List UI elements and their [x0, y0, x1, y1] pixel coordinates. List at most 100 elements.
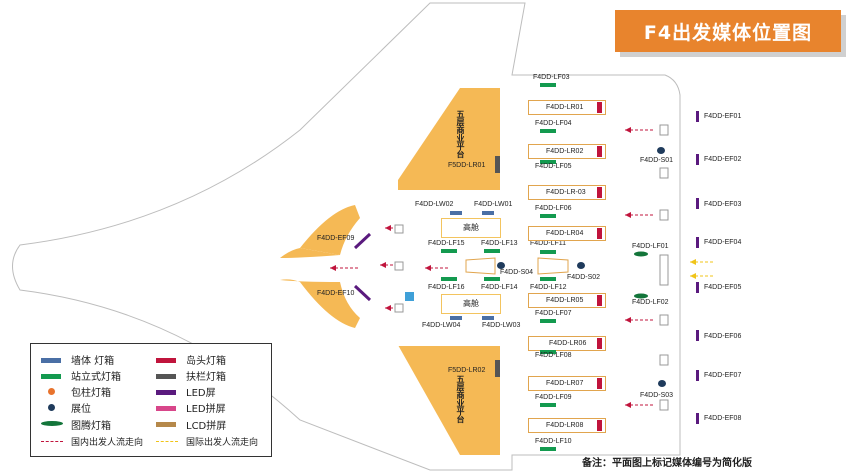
legend-booth: 展位: [71, 404, 91, 415]
intl-flow-arrow-head: [690, 259, 696, 265]
legend-pillar: 包柱灯箱: [71, 388, 111, 399]
ef05-label: F4DD-EF05: [704, 284, 742, 291]
standing-lightbox-lf03: [540, 83, 556, 87]
gate: [659, 209, 669, 221]
standing-lightbox-lf10: [540, 447, 556, 451]
lf14-label: F4DD-LF14: [481, 284, 518, 291]
upper-wing-body: [280, 248, 340, 258]
upper-platform: [398, 88, 500, 190]
flow-arrow-head: [625, 127, 631, 133]
upper-wing: [300, 205, 360, 255]
lf11-label: F4DD-LF11: [530, 240, 567, 247]
led-screen-ef07: [696, 370, 699, 381]
booth-s03-dot: [658, 380, 666, 387]
legend-domestic-swatch: [41, 441, 63, 442]
gate: [659, 124, 669, 136]
lf06-label: F4DD-LF06: [535, 205, 572, 212]
gate: [394, 224, 404, 234]
lf16-label: F4DD-LF16: [428, 284, 465, 291]
lf13-label: F4DD-LF13: [481, 240, 518, 247]
standing-lightbox-lf13: [484, 249, 500, 253]
legend: 墙体 灯箱 站立式灯箱 包柱灯箱 展位 图腾灯箱 国内出发人流走向 岛头灯箱 扶…: [30, 343, 272, 457]
f5-lr02-label: F5DD-LR02: [448, 367, 486, 374]
standing-lightbox-lf09: [540, 403, 556, 407]
lf03-label: F4DD-LF03: [533, 74, 570, 81]
gate: [659, 354, 669, 366]
gate: [659, 314, 669, 326]
s03-label: F4DD-S03: [640, 392, 674, 399]
led-screen-ef08: [696, 413, 699, 424]
page-title: F4出发媒体位置图: [615, 10, 841, 52]
booth-s04-dot: [497, 262, 505, 269]
high-cabin-lower: 高舱: [441, 294, 501, 314]
ef03-label: F4DD-EF03: [704, 201, 742, 208]
gate: [394, 303, 404, 313]
lr02-label: F4DD-LR02: [546, 148, 584, 155]
f5-lr01-label: F5DD-LR01: [448, 162, 486, 169]
led-screen-ef10: [353, 284, 372, 302]
booth-s01-dot: [657, 147, 665, 154]
island-lightbox-lr02: F4DD-LR02: [528, 144, 606, 159]
lf02-label: F4DD-LF02: [632, 299, 669, 306]
flow-arrow-head: [625, 402, 631, 408]
s01-label: F4DD-S01: [640, 157, 674, 164]
island-lightbox-lr05: F4DD-LR05: [528, 293, 606, 308]
lr04-label: F4DD-LR04: [546, 230, 584, 237]
led-screen-ef03: [696, 198, 699, 209]
led-screen-ef01: [696, 111, 699, 122]
legend-railing: 扶栏灯箱: [186, 372, 226, 383]
wall-lightbox-lw02: [450, 211, 462, 215]
legend-lcd-spliced-swatch: [156, 422, 176, 427]
s04-label: F4DD-S04: [500, 269, 534, 276]
wall-lightbox-lw01: [482, 211, 494, 215]
lf07-label: F4DD-LF07: [535, 310, 572, 317]
railing-lightbox-f5-lr01: [495, 156, 500, 173]
lw03-label: F4DD-LW03: [482, 322, 521, 329]
wall-lightbox-lw04: [450, 316, 462, 320]
gate: [394, 261, 404, 271]
legend-led: LED屏: [186, 388, 216, 399]
gate: [659, 167, 669, 179]
lf10-label: F4DD-LF10: [535, 438, 572, 445]
lw01-label: F4DD-LW01: [474, 201, 513, 208]
kiosk-right: [537, 257, 569, 275]
legend-pillar-swatch: [48, 388, 55, 395]
lf12-label: F4DD-LF12: [530, 284, 567, 291]
led-screen-ef04: [696, 237, 699, 248]
flow-arrow-head: [625, 317, 631, 323]
lower-wing: [300, 282, 360, 328]
info-icon: [405, 292, 414, 301]
kiosk-left: [465, 257, 496, 275]
totem-lightbox: [634, 293, 648, 299]
central-core: [398, 190, 528, 346]
standing-lightbox-lf11: [540, 250, 556, 254]
standing-lightbox-lf08: [540, 350, 556, 354]
ef10-label: F4DD-EF10: [317, 290, 355, 297]
legend-led-swatch: [156, 390, 176, 395]
lw02-label: F4DD-LW02: [415, 201, 454, 208]
lr05-label: F4DD-LR05: [546, 297, 584, 304]
ef07-label: F4DD-EF07: [704, 372, 742, 379]
lr08-label: F4DD-LR08: [546, 422, 584, 429]
legend-lcd-spliced: LCD拼屏: [186, 421, 227, 432]
flow-arrow-head: [330, 265, 336, 271]
island-lightbox-lr03: F4DD-LR-03: [528, 185, 606, 200]
legend-international: 国际出发人流走向: [186, 438, 259, 448]
standing-lightbox-lf14: [484, 277, 500, 281]
lr07-label: F4DD-LR07: [546, 380, 584, 387]
lf05-label: F4DD-LF05: [535, 163, 572, 170]
lr03-label: F4DD-LR-03: [546, 189, 586, 196]
island-lightbox-lr01: F4DD-LR01: [528, 100, 606, 115]
legend-totem-swatch: [41, 421, 63, 426]
legend-island: 岛头灯箱: [186, 356, 226, 367]
island-lightbox-lr07: F4DD-LR07: [528, 376, 606, 391]
lf04-label: F4DD-LF04: [535, 120, 572, 127]
lr06-label: F4DD-LR06: [549, 340, 587, 347]
legend-international-swatch: [156, 441, 178, 442]
high-cabin-upper: 高舱: [441, 218, 501, 238]
flow-arrow-head: [385, 225, 391, 231]
lr01-label: F4DD-LR01: [546, 104, 584, 111]
upper-platform-label: 五层商业平台: [456, 110, 465, 158]
